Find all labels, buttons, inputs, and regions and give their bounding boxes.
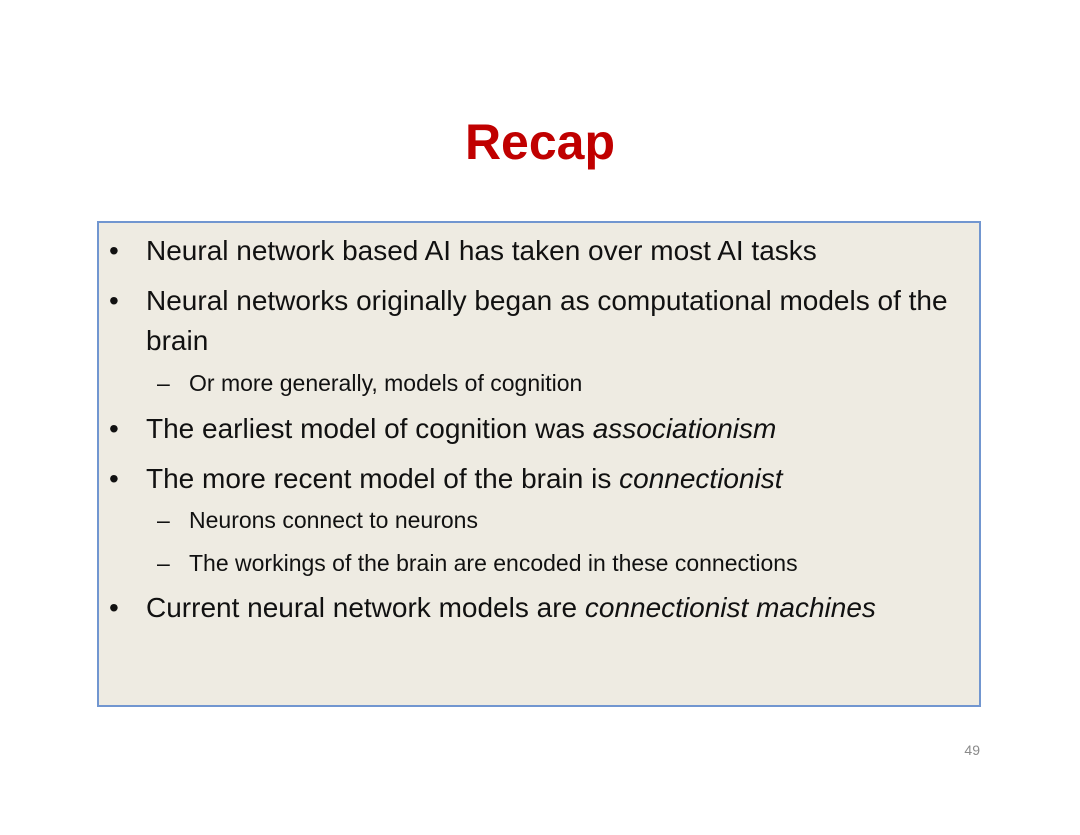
bullet-item: • Neural networks originally began as co… [99, 281, 963, 361]
page-number: 49 [964, 742, 980, 758]
bullet-text: Current neural network models are [146, 592, 585, 623]
bullet-emphasis: connectionist machines [584, 592, 876, 623]
slide-title: Recap [464, 114, 616, 170]
bullet-marker: • [109, 592, 119, 623]
bullet-marker: • [109, 285, 119, 316]
bullet-item: • Current neural network models are conn… [99, 588, 963, 628]
sub-bullet-text: Neurons connect to neurons [189, 507, 478, 533]
bullet-emphasis: associationism [592, 413, 777, 444]
bullet-marker: • [109, 413, 119, 444]
sub-bullet-item: – Or more generally, models of cognition [99, 368, 963, 398]
bullet-marker: • [109, 463, 119, 494]
bullet-emphasis: connectionist [619, 463, 783, 494]
bullet-item: • Neural network based AI has taken over… [99, 231, 963, 271]
sub-bullet-item: – Neurons connect to neurons [99, 505, 963, 535]
bullet-item: • The more recent model of the brain is … [99, 459, 963, 499]
sub-bullet-item: – The workings of the brain are encoded … [99, 548, 963, 578]
bullet-text: The more recent model of the brain is [146, 463, 620, 494]
dash-marker: – [157, 550, 170, 576]
dash-marker: – [157, 370, 170, 396]
content-box: • Neural network based AI has taken over… [97, 221, 981, 707]
bullet-text: Neural networks originally began as comp… [146, 285, 948, 356]
sub-bullet-text: The workings of the brain are encoded in… [189, 550, 798, 576]
bullet-item: • The earliest model of cognition was as… [99, 409, 963, 449]
sub-bullet-text: Or more generally, models of cognition [189, 370, 583, 396]
bullet-list: • Neural network based AI has taken over… [99, 223, 979, 628]
bullet-text: Neural network based AI has taken over m… [146, 235, 817, 266]
dash-marker: – [157, 507, 170, 533]
bullet-text: The earliest model of cognition was [146, 413, 593, 444]
bullet-marker: • [109, 235, 119, 266]
